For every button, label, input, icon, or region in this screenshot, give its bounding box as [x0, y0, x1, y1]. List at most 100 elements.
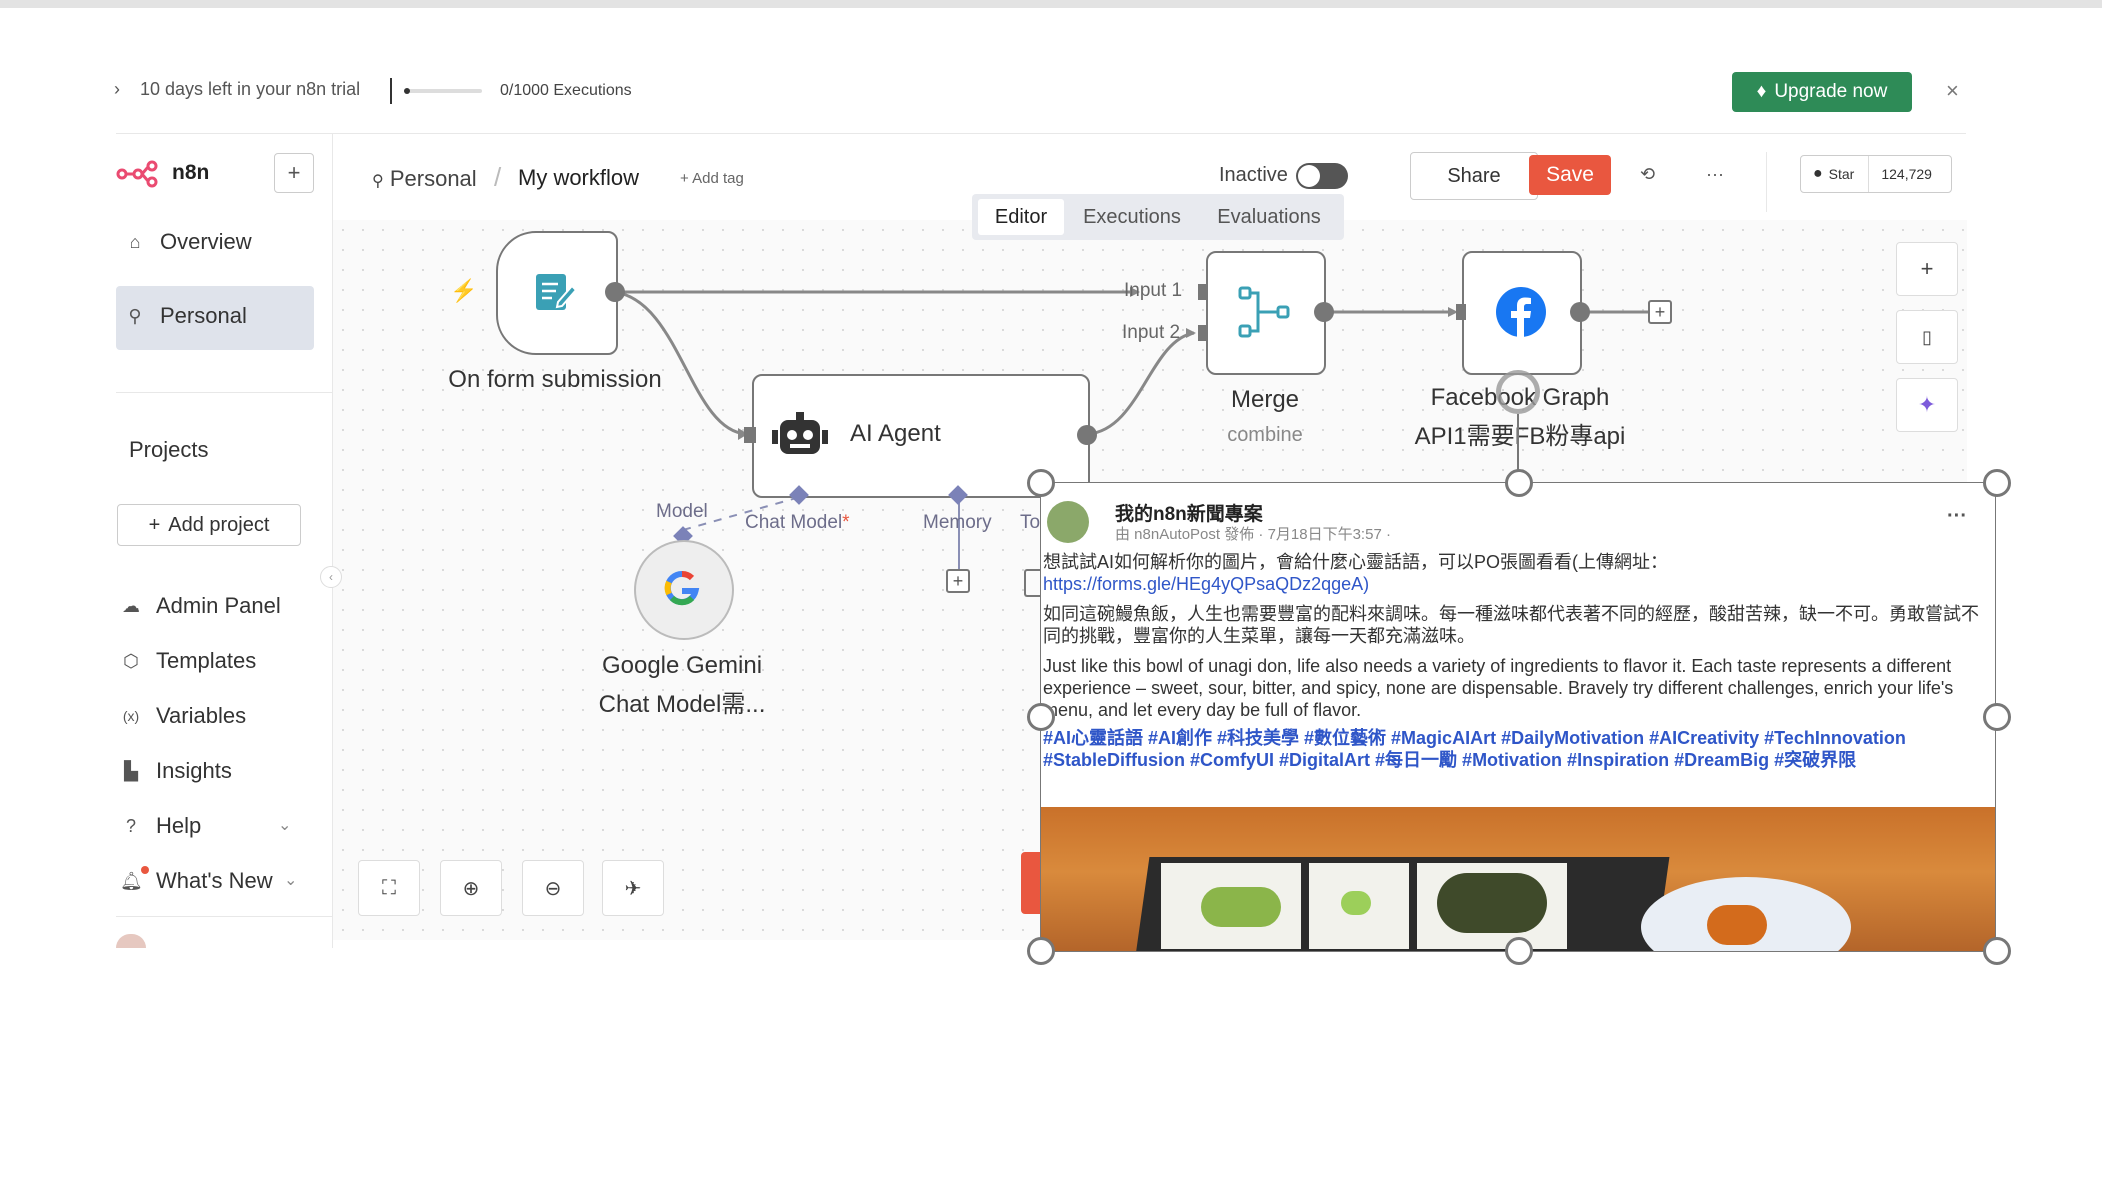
post-meta: 由 n8nAutoPost 發佈 · 7月18日下午3:57 ·	[1115, 526, 1391, 543]
google-icon	[664, 570, 700, 611]
trigger-bolt-icon: ⚡	[450, 278, 478, 303]
post-link[interactable]: https://forms.gle/HEg4yQPsaQDz2qgeA)	[1043, 574, 1370, 594]
github-star-button[interactable]: ● Star 124,729	[1800, 155, 1952, 193]
add-node-button[interactable]: +	[1896, 242, 1958, 296]
inactive-label: Inactive	[1219, 164, 1288, 186]
tab-executions[interactable]: Executions	[1083, 205, 1181, 228]
connection-gemini-to-agent	[682, 496, 801, 531]
sidebar-item-templates[interactable]: ⬡ Templates	[120, 648, 256, 674]
upgrade-now-button[interactable]: ♦ Upgrade now	[1732, 72, 1912, 112]
ai-assistant-sparkle-icon[interactable]: ✦	[1896, 378, 1958, 432]
sidebar-item-variables[interactable]: (x) Variables	[120, 703, 246, 729]
sidebar-item-overview[interactable]: ⌂ Overview	[124, 229, 252, 255]
variable-icon: (x)	[122, 708, 140, 724]
sidebar-separator	[116, 916, 332, 917]
collapse-sidebar-icon[interactable]: ‹	[320, 566, 342, 588]
merge-icon	[1238, 284, 1292, 345]
page-name: 我的n8n新聞專案	[1115, 504, 1263, 525]
history-icon[interactable]: ⟲	[1640, 164, 1656, 184]
share-button[interactable]: Share	[1410, 152, 1538, 200]
post-body: 想試試AI如何解析你的圖片，會給什麼心靈話語，可以PO張圖看看(上傳網址： ht…	[1043, 551, 1983, 771]
avatar[interactable]	[116, 934, 146, 948]
rotate-handle-stem	[1517, 414, 1519, 470]
chart-icon: ▙	[124, 760, 138, 781]
fit-view-icon[interactable]: ⛶	[358, 860, 420, 916]
post-paragraph-en: Just like this bowl of unagi don, life a…	[1043, 656, 1954, 720]
form-node-label: On form submission	[448, 366, 662, 393]
merge-sub-label: combine	[1227, 424, 1303, 446]
post-hashtags[interactable]: #AI心靈話語 #AI創作 #科技美學 #數位藝術 #MagicAIArt #D…	[1043, 728, 1906, 770]
resize-handle-top[interactable]	[1505, 469, 1533, 497]
chat-model-text: Chat Model	[745, 512, 843, 533]
star-label: Star	[1828, 166, 1855, 182]
resize-handle-top-right[interactable]	[1983, 469, 2011, 497]
tab-evaluations[interactable]: Evaluations	[1217, 205, 1321, 228]
app-name: n8n	[172, 161, 210, 184]
connection-agent-to-merge	[1087, 331, 1195, 436]
sidebar-item-label: Variables	[156, 703, 247, 728]
home-icon: ⌂	[129, 231, 141, 252]
banner-chevron[interactable]: ›	[114, 79, 120, 99]
n8n-logo-icon	[116, 158, 158, 195]
sticky-note-icon[interactable]: ▯	[1896, 310, 1958, 364]
resize-handle-left[interactable]	[1027, 703, 1055, 731]
merge-output-handle[interactable]	[1314, 302, 1334, 322]
notification-dot	[141, 866, 149, 874]
add-project-button[interactable]: + Add project	[117, 504, 301, 546]
photo-pickle	[1707, 905, 1767, 945]
resize-handle-bottom-left[interactable]	[1027, 937, 1055, 965]
zoom-out-icon[interactable]: ⊖	[522, 860, 584, 916]
sidebar-item-whats-new[interactable]: 🔔︎ What's New	[120, 868, 273, 894]
sidebar-item-label: Overview	[160, 229, 252, 254]
upgrade-label: Upgrade now	[1774, 81, 1888, 102]
zoom-in-icon[interactable]: ⊕	[440, 860, 502, 916]
sidebar-item-label: Templates	[156, 648, 257, 673]
add-project-label: Add project	[168, 513, 270, 536]
chat-model-label: Chat Model*	[745, 512, 850, 534]
merge-input2-label: Input 2	[1122, 322, 1181, 343]
tidy-up-icon[interactable]: ✈	[602, 860, 664, 916]
gem-icon: ♦	[1756, 81, 1767, 102]
cloud-icon: ☁	[122, 595, 140, 616]
add-next-node-button[interactable]: +	[1648, 300, 1672, 324]
sidebar-item-admin-panel[interactable]: ☁ Admin Panel	[120, 593, 281, 619]
resize-handle-top-left[interactable]	[1027, 469, 1055, 497]
form-output-handle[interactable]	[605, 282, 625, 302]
merge-input1-handle[interactable]	[1198, 284, 1208, 300]
post-more-icon[interactable]: ···	[1947, 505, 1967, 527]
sidebar-item-insights[interactable]: ▙ Insights	[120, 758, 232, 784]
workflow-name[interactable]: My workflow	[518, 165, 640, 190]
whats-new-chevron-down-icon: ⌄	[284, 872, 298, 889]
banner-separator	[116, 133, 1966, 134]
more-options-icon[interactable]: ···	[1706, 164, 1724, 184]
help-icon: ?	[125, 815, 136, 836]
add-tool-button[interactable]	[1024, 569, 1042, 597]
connection-arrow	[738, 428, 748, 440]
facebook-label-line2: API1需要FB粉專api	[1414, 423, 1626, 450]
rotate-handle-icon[interactable]	[1496, 370, 1540, 414]
create-button[interactable]: +	[274, 153, 314, 193]
facebook-output-handle[interactable]	[1570, 302, 1590, 322]
agent-input-handle[interactable]	[744, 427, 756, 443]
resize-handle-bottom-right[interactable]	[1983, 937, 2011, 965]
gemini-label-line1: Google Gemini	[601, 652, 763, 679]
merge-input2-handle[interactable]	[1198, 325, 1208, 341]
agent-output-handle[interactable]	[1077, 425, 1097, 445]
facebook-post-preview[interactable]: 我的n8n新聞專案 由 n8nAutoPost 發佈 · 7月18日下午3:57…	[1040, 482, 1996, 952]
facebook-input-handle[interactable]	[1456, 304, 1466, 320]
sidebar-item-help[interactable]: ? Help	[120, 813, 201, 839]
bell-icon: 🔔︎	[120, 870, 143, 891]
sidebar-item-personal[interactable]: ⚲ Personal	[124, 303, 246, 329]
breadcrumb-project[interactable]: ⚲ Personal	[372, 166, 477, 192]
save-button[interactable]: Save	[1529, 155, 1611, 195]
add-tag-button[interactable]: + Add tag	[680, 170, 744, 187]
resize-handle-bottom[interactable]	[1505, 937, 1533, 965]
memory-label: Memory	[923, 512, 992, 533]
resize-handle-right[interactable]	[1983, 703, 2011, 731]
close-banner-icon[interactable]: ×	[1946, 78, 1959, 103]
sidebar-separator	[116, 392, 332, 393]
tab-editor[interactable]: Editor	[978, 199, 1064, 235]
post-photo-unagi-don	[1041, 807, 1995, 951]
sidebar-item-label: What's New	[156, 868, 273, 893]
add-memory-button[interactable]: +	[946, 569, 970, 593]
